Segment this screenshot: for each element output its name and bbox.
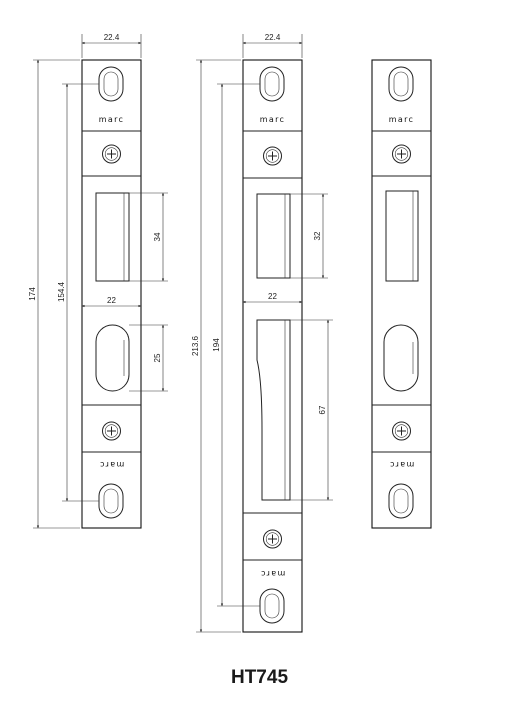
product-code: HT745 [230,667,289,688]
long-cutout [256,319,291,501]
screw-icon [392,421,411,441]
brand-logo: marc [389,115,414,124]
upper-cutout [95,192,130,282]
dimensions-middle: 22.4 213.6 194 32 22 67 [191,33,333,633]
dim-width-middle: 22.4 [265,33,281,42]
upper-cutout [256,193,291,279]
brand-logo: marc [260,115,285,124]
slot-hole-top [388,66,414,102]
dim-upper-cutout-middle: 32 [313,231,322,240]
dim-overall-middle: 213.6 [191,335,200,356]
oval-cutout [383,324,419,392]
screw-icon [263,529,282,549]
plate-middle-outline [242,59,303,633]
strike-plate-right: marc marc [371,59,432,529]
screw-icon [392,144,411,164]
strike-plate-middle: marc marc [242,59,303,633]
screw-icon [102,144,121,164]
dim-inner-width-middle: 22 [268,292,277,301]
screw-icon [263,146,282,166]
dim-hole-centers-middle: 194 [212,338,221,352]
brand-logo-inverted: marc [389,460,414,469]
brand-logo: marc [99,115,124,124]
screw-icon [102,421,121,441]
dim-oval-cutout-left: 25 [153,353,162,362]
plate-left-outline [81,59,142,529]
upper-cutout [385,190,419,282]
dim-width-left: 22.4 [104,33,120,42]
strike-plate-left: marc marc [81,59,142,529]
brand-logo-inverted: marc [260,569,285,578]
dim-hole-centers-left: 154.4 [57,281,66,302]
dim-long-cutout-middle: 67 [318,405,327,414]
slot-hole-bottom [388,483,414,519]
dim-upper-cutout-left: 34 [153,232,162,241]
dim-inner-width-left: 22 [107,296,116,305]
dimensions-left: 22.4 174 154.4 34 22 25 [28,33,168,529]
plate-right-outline [371,59,432,529]
dim-overall-left: 174 [28,287,37,301]
brand-logo-inverted: marc [99,460,124,469]
oval-cutout [95,324,130,392]
